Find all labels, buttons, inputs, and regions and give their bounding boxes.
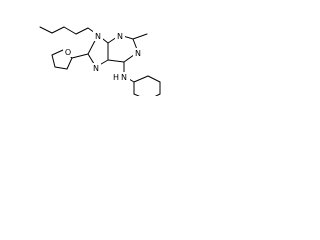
structure-canvas: N N N N H N O [0,0,200,96]
bond-cy-5 [133,93,140,96]
bond-furan-4 [54,66,68,70]
bond-cy-4 [154,93,161,96]
atom-n7-label: N [93,64,99,73]
atom-o-label: O [65,48,71,57]
cyclohexyl-ring [133,75,161,96]
pentyl-chain [39,26,99,36]
bond-pentyl-4 [51,26,65,34]
molecule-drawing: N N N N H N O [39,26,161,96]
bond-cy-2 [147,75,161,83]
atom-nh-label: N [121,73,127,82]
bond-furan-3 [51,54,56,68]
bond-c8-furan [71,53,89,59]
bond-furan-5 [66,57,73,70]
bond-c2-methyl [132,33,148,40]
atom-h-label: H [113,73,119,82]
atom-n1-label: N [135,49,141,58]
bond-cy-1 [133,75,149,83]
bond-pentyl-3 [63,26,77,35]
atom-n3-label: N [117,32,123,41]
atom-n9-label: N [95,32,101,41]
bond-pentyl-2 [75,27,89,35]
bond-c6-c5 [107,59,125,63]
bond-furan-2 [51,49,64,56]
atom-labels: N N N N H N O [63,31,143,82]
bond-pentyl-5 [39,26,53,34]
